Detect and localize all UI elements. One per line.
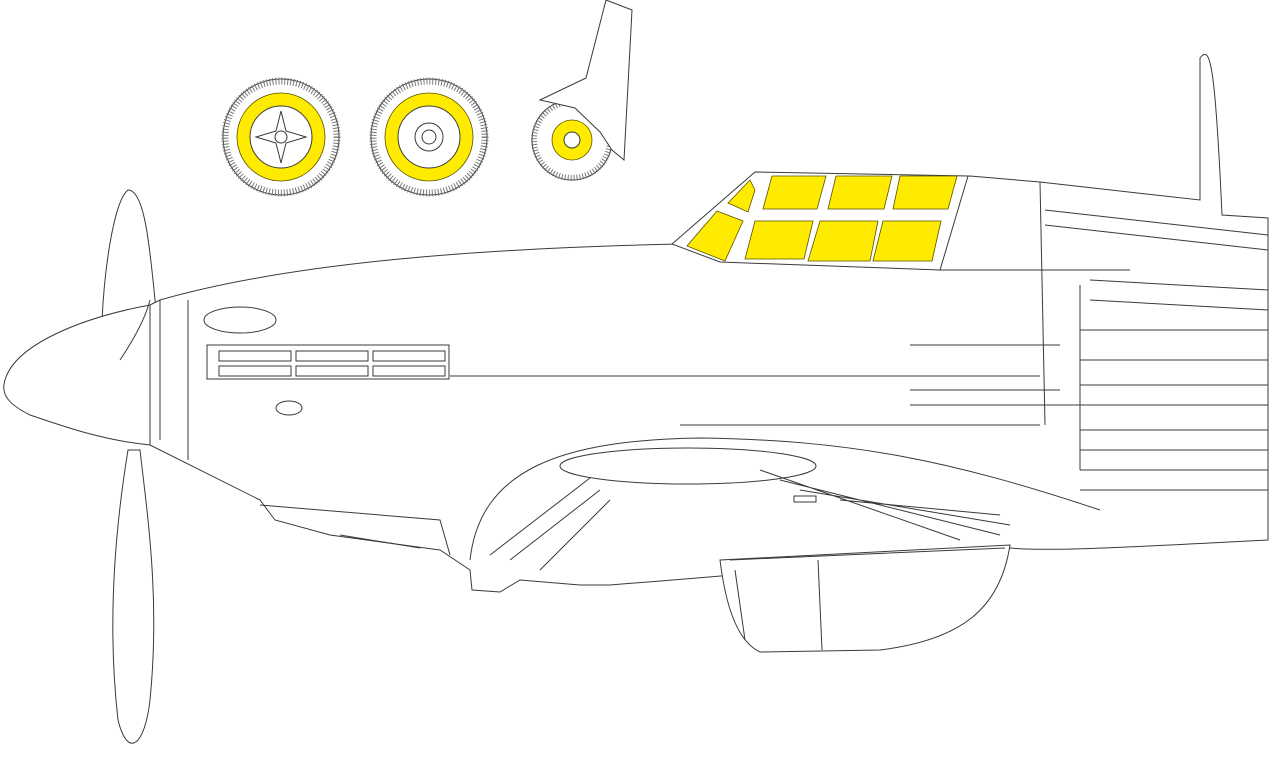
canopy-panel-mask xyxy=(827,175,893,210)
canopy-panel-mask xyxy=(686,210,744,262)
canopy-panel-mask xyxy=(892,175,958,210)
canopy-panel-mask xyxy=(807,220,879,262)
canopy xyxy=(671,171,969,271)
fuselage xyxy=(3,53,1269,593)
main-wheel-left xyxy=(221,77,341,197)
main-wheel-right xyxy=(369,77,489,197)
canopy-panel-mask xyxy=(762,175,827,210)
tail-wheel xyxy=(531,0,633,181)
canopy-panel-mask xyxy=(744,220,814,260)
canopy-panel-mask xyxy=(872,220,942,262)
radiator xyxy=(719,544,1011,653)
canopy-panel-mask xyxy=(727,179,756,213)
